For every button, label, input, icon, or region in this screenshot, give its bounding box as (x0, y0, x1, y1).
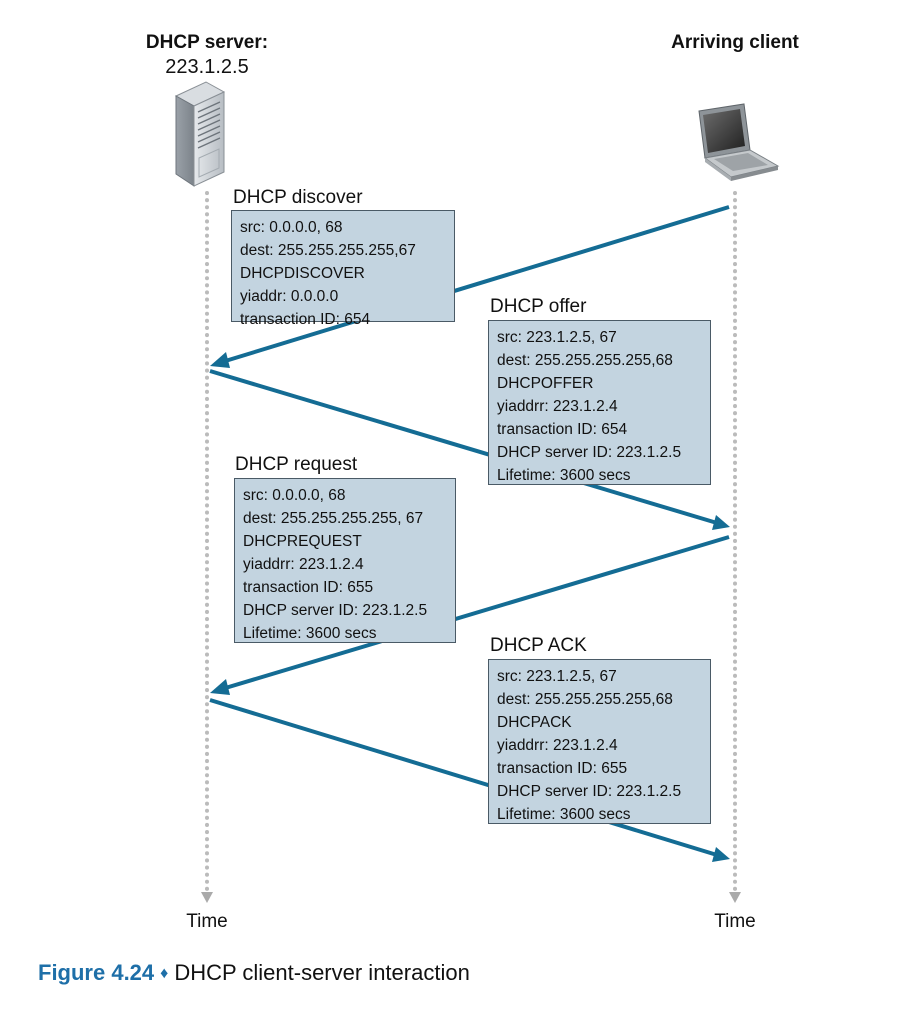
offer-title: DHCP offer (490, 296, 587, 317)
discover-src: src: 0.0.0.0, 68 (240, 219, 343, 236)
discover-title: DHCP discover (233, 187, 363, 208)
request-title: DHCP request (235, 454, 358, 475)
server-time-label: Time (186, 911, 228, 932)
discover-dest: dest: 255.255.255.255,67 (240, 242, 416, 259)
discover-transaction-id: transaction ID: 654 (240, 311, 371, 328)
caption-text: DHCP client-server interaction (174, 960, 470, 985)
discover-yiaddr: yiaddr: 0.0.0.0 (240, 288, 339, 305)
client-name: Arriving client (671, 32, 799, 53)
ack-transaction-id: transaction ID: 655 (497, 760, 628, 777)
offer-server-id: DHCP server ID: 223.1.2.5 (497, 444, 682, 461)
request-arrow (210, 535, 730, 695)
offer-yiaddr: yiaddrr: 223.1.2.4 (497, 398, 618, 415)
laptop-icon (698, 103, 780, 181)
offer-arrow (209, 369, 730, 530)
ack-src: src: 223.1.2.5, 67 (497, 668, 617, 685)
offer-lifetime: Lifetime: 3600 secs (497, 467, 631, 484)
ack-dest: dest: 255.255.255.255,68 (497, 691, 673, 708)
offer-type: DHCPOFFER (497, 375, 594, 392)
ack-box: src: 223.1.2.5, 67 dest: 255.255.255.255… (488, 659, 711, 824)
ack-title: DHCP ACK (490, 635, 587, 656)
request-yiaddr: yiaddrr: 223.1.2.4 (243, 556, 364, 573)
client-time-label: Time (714, 911, 756, 932)
ack-yiaddr: yiaddrr: 223.1.2.4 (497, 737, 618, 754)
offer-dest: dest: 255.255.255.255,68 (497, 352, 673, 369)
server-label: DHCP server: 223.1.2.5 (127, 31, 287, 79)
caption-separator: ♦ (160, 965, 169, 982)
offer-transaction-id: transaction ID: 654 (497, 421, 628, 438)
request-type: DHCPREQUEST (243, 533, 362, 550)
server-address: 223.1.2.5 (165, 56, 249, 78)
figure-caption: Figure 4.24 ♦ DHCP client-server interacti… (38, 960, 470, 986)
offer-box: src: 223.1.2.5, 67 dest: 255.255.255.255… (488, 320, 711, 485)
server-icon (174, 81, 226, 187)
offer-src: src: 223.1.2.5, 67 (497, 329, 617, 346)
discover-type: DHCPDISCOVER (240, 265, 365, 282)
request-server-id: DHCP server ID: 223.1.2.5 (243, 602, 428, 619)
server-name: DHCP server: (145, 32, 269, 53)
discover-arrow (210, 205, 730, 368)
request-transaction-id: transaction ID: 655 (243, 579, 374, 596)
ack-type: DHCPACK (497, 714, 572, 731)
ack-arrow (209, 698, 730, 862)
ack-lifetime: Lifetime: 3600 secs (497, 806, 631, 823)
request-dest: dest: 255.255.255.255, 67 (243, 510, 424, 527)
request-lifetime: Lifetime: 3600 secs (243, 625, 377, 642)
server-time-arrowhead (201, 892, 213, 903)
client-time-arrowhead (729, 892, 741, 903)
ack-server-id: DHCP server ID: 223.1.2.5 (497, 783, 682, 800)
request-src: src: 0.0.0.0, 68 (243, 487, 346, 504)
client-label: Arriving client (640, 31, 830, 55)
request-box: src: 0.0.0.0, 68 dest: 255.255.255.255, … (234, 478, 456, 643)
figure-number: Figure 4.24 (38, 960, 155, 985)
discover-box: src: 0.0.0.0, 68 dest: 255.255.255.255,6… (231, 210, 455, 328)
